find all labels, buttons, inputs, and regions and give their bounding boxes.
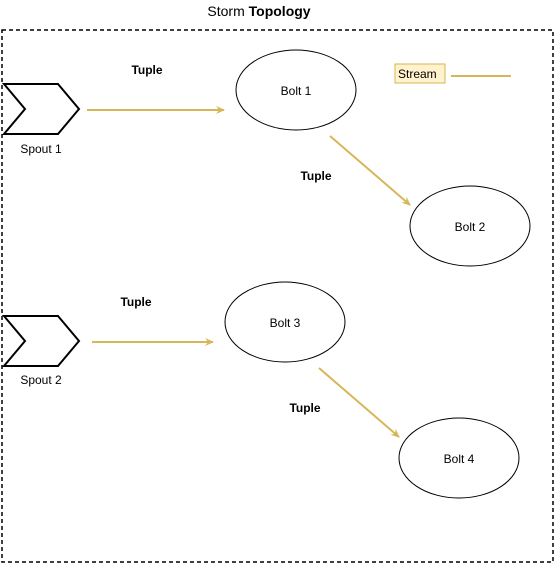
- bolt-1-label: Bolt 1: [281, 84, 312, 98]
- title-prefix: Storm: [207, 3, 245, 19]
- bolt-3-label: Bolt 3: [270, 316, 301, 330]
- bolt-1[interactable]: Bolt 1: [235, 49, 357, 131]
- legend: Stream: [394, 63, 511, 84]
- edge-bolt3-bolt4-label: Tuple: [289, 401, 320, 415]
- bolt-4-label: Bolt 4: [444, 452, 475, 466]
- bolt-2[interactable]: Bolt 2: [409, 185, 531, 267]
- edge-spout2-bolt3-label: Tuple: [120, 295, 151, 309]
- spout-2[interactable]: Spout 2: [1, 315, 81, 387]
- edge-bolt1-bolt2[interactable]: Tuple: [300, 135, 411, 206]
- bolt-2-shape: [409, 185, 531, 267]
- legend-box: [394, 63, 446, 84]
- spout-1[interactable]: Spout 1: [1, 83, 81, 156]
- bolt-4-shape: [398, 417, 520, 499]
- bolt-1-shape: [235, 49, 357, 131]
- bolt-3-shape: [224, 281, 346, 363]
- topology-frame: [1, 29, 554, 563]
- spout-1-shape: [1, 83, 81, 135]
- legend-label: Stream: [398, 67, 437, 81]
- spout-1-label: Spout 1: [20, 142, 62, 156]
- edge-bolt1-bolt2-line: [329, 135, 411, 206]
- title-emphasis: Topology: [248, 3, 311, 19]
- edge-spout1-bolt1-label: Tuple: [131, 63, 162, 77]
- edge-bolt3-bolt4-line: [318, 367, 400, 438]
- bolt-2-label: Bolt 2: [455, 220, 486, 234]
- edge-spout1-bolt1[interactable]: Tuple: [87, 63, 225, 114]
- spout-2-label: Spout 2: [20, 373, 62, 387]
- edge-bolt1-bolt2-label: Tuple: [300, 169, 331, 183]
- spout-2-shape: [1, 315, 81, 367]
- bolt-4[interactable]: Bolt 4: [398, 417, 520, 499]
- bolt-3[interactable]: Bolt 3: [224, 281, 346, 363]
- diagram-title: Storm Topology: [0, 3, 518, 19]
- edge-bolt3-bolt4[interactable]: Tuple: [289, 367, 400, 438]
- edge-spout2-bolt3[interactable]: Tuple: [92, 295, 214, 346]
